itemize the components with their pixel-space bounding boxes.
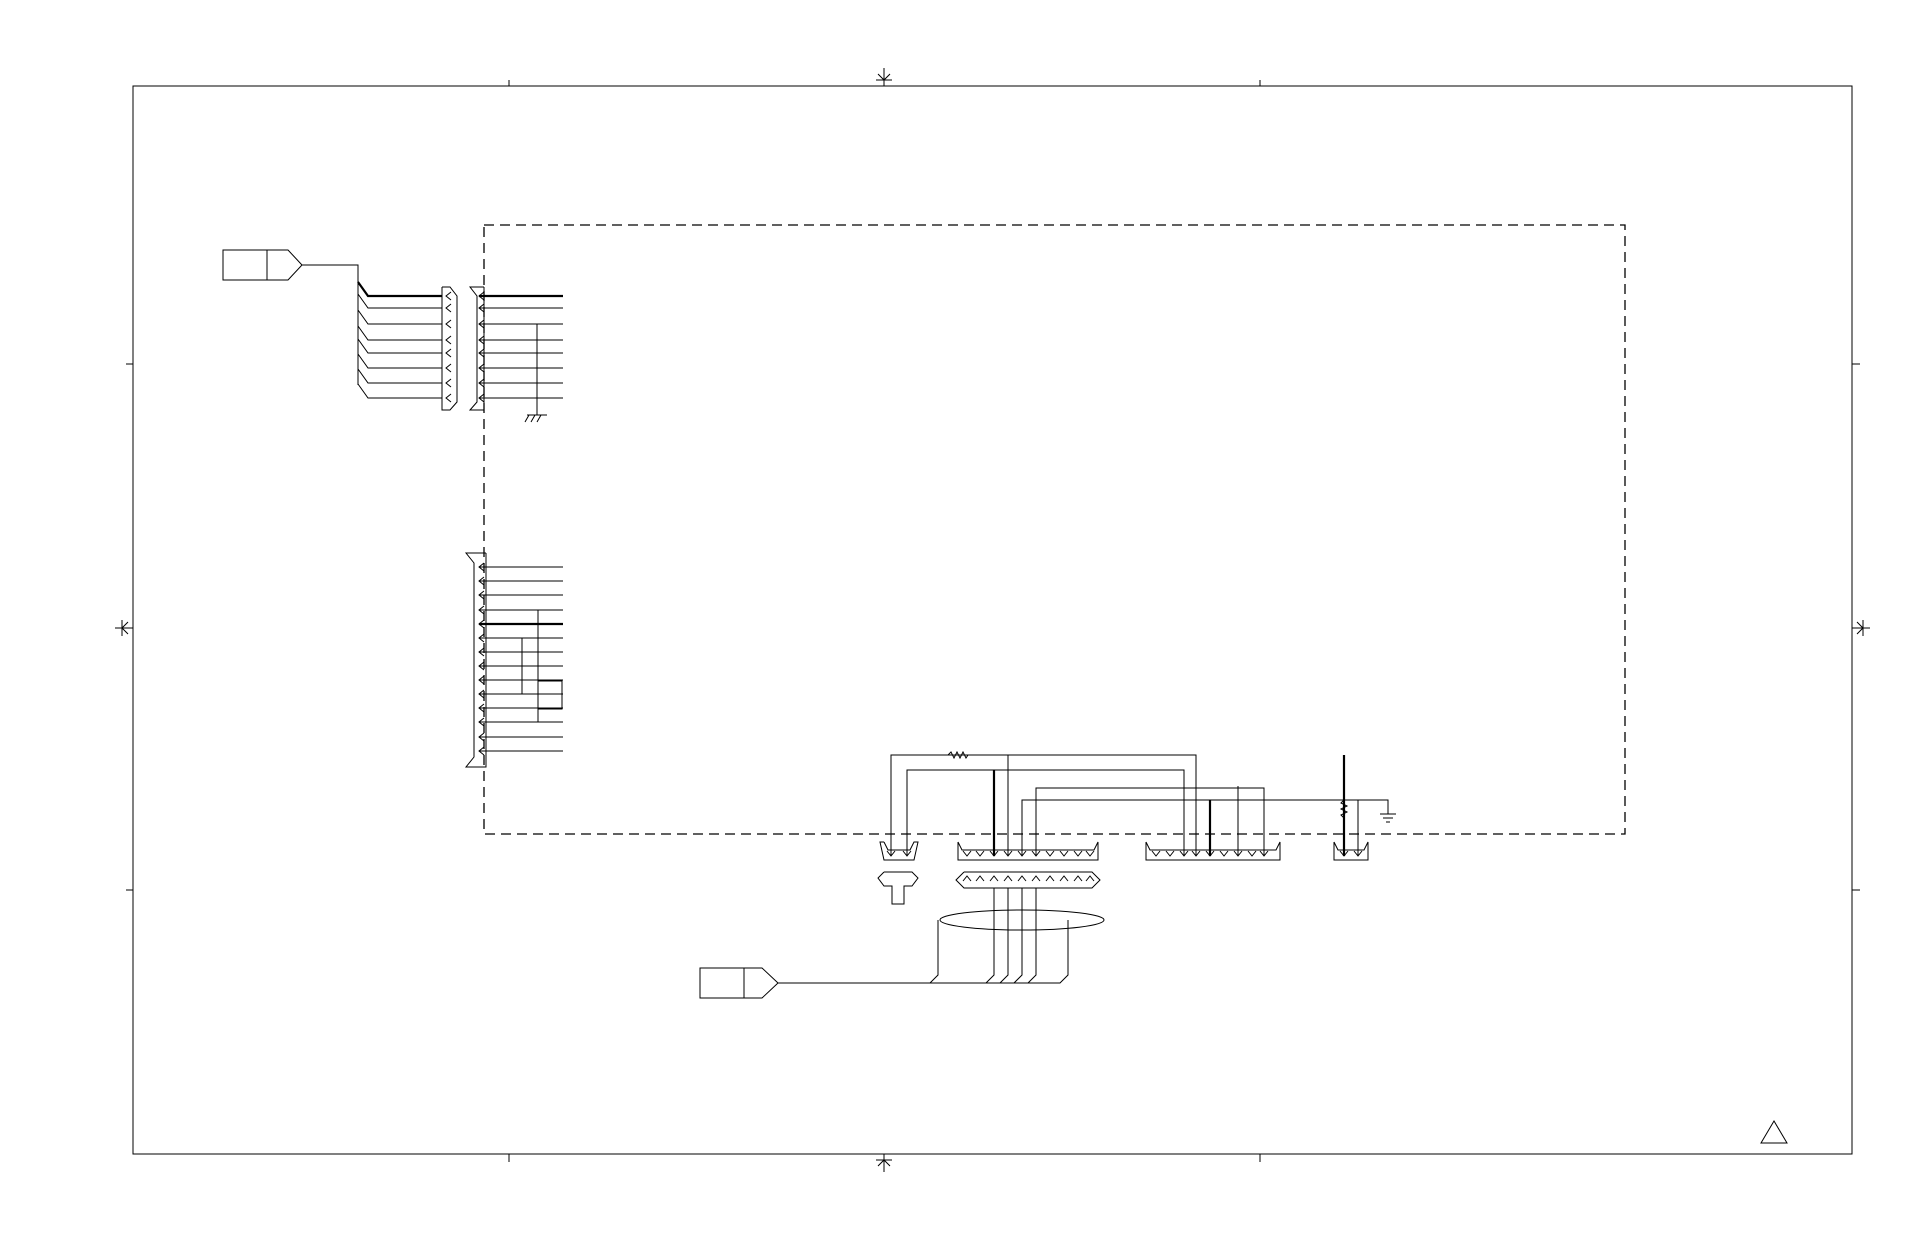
upper-left-male-pin-6	[445, 363, 452, 373]
bottom-right-pin-8	[1247, 850, 1257, 857]
upper-left-male-pin-8	[445, 393, 452, 403]
internal-wire-a	[890, 754, 1197, 856]
revision-triangle	[1760, 1120, 1788, 1144]
bottom-10pin-male-pin-3	[989, 875, 999, 882]
bottom-10pin-connector-female	[957, 841, 1099, 861]
off-page-connector-upper-left	[222, 249, 303, 281]
upper-left-wire-2	[357, 293, 442, 309]
upper-left-wire-7	[357, 368, 442, 384]
bottom-right-pin-6	[1219, 850, 1229, 857]
bottom-far-right-connector	[1333, 841, 1369, 861]
bottom-2pin-connector-male	[877, 871, 919, 905]
bundle-wire-2	[930, 888, 995, 984]
upper-left-trunk-wire	[302, 264, 359, 385]
bottom-10pin-male-pin-2	[975, 875, 985, 882]
upper-left-wire-3	[357, 309, 442, 325]
bottom-right-pin-1	[1151, 850, 1161, 857]
bundle-wire-1	[778, 920, 939, 984]
internal-wire-f	[1021, 799, 1359, 856]
bottom-harness	[778, 750, 1396, 984]
bottom-10pin-male-pin-5	[1017, 875, 1027, 882]
bottom-2pin-connector-female	[879, 841, 919, 861]
bundle-wire-6	[986, 920, 1069, 984]
left-side-connector-body	[464, 552, 487, 768]
centering-arrow-top	[876, 68, 892, 86]
bottom-10pin-male-pin-4	[1003, 875, 1013, 882]
bottom-10pin-female-pin-10	[1085, 850, 1095, 857]
chassis-ground-symbol-tick-3	[536, 414, 542, 423]
upper-left-wire-4	[357, 325, 442, 341]
frame-zone-ticks	[126, 80, 1860, 1162]
bottom-10pin-male-pin-9	[1073, 875, 1083, 882]
upper-left-male-pin-1	[445, 291, 452, 301]
bottom-10pin-female-pin-1	[962, 850, 972, 857]
resistor-symbol	[947, 750, 969, 760]
chassis-ground-symbol-tick-2	[530, 414, 536, 423]
bottom-10pin-male-pin-10	[1085, 875, 1095, 882]
bottom-right-pin-2	[1165, 850, 1175, 857]
internal-wire-e	[1035, 787, 1265, 856]
upper-left-wire-8	[357, 383, 442, 399]
resistor-symbol-vertical	[1339, 799, 1349, 819]
bottom-10pin-connector-male	[955, 871, 1101, 889]
left-side-harness	[464, 552, 563, 768]
bottom-10pin-male-pin-6	[1031, 875, 1041, 882]
bundle-wire-3	[999, 888, 1009, 984]
left-side-jumper-3	[538, 680, 563, 710]
drawing-frame	[132, 85, 1853, 1155]
upper-left-male-pin-7	[445, 378, 452, 388]
upper-left-wire-6	[357, 353, 442, 369]
upper-left-male-pin-5	[445, 348, 452, 358]
bundle-wire-5	[1027, 888, 1037, 984]
left-side-jumper-2	[486, 637, 523, 695]
upper-left-connector-female	[468, 286, 484, 411]
upper-left-harness	[357, 281, 563, 423]
upper-left-ground-drop	[484, 323, 538, 415]
centering-arrow-bottom	[876, 1154, 892, 1172]
ground-wire	[1358, 799, 1389, 814]
centering-arrow-right	[1852, 620, 1870, 636]
bottom-10pin-female-pin-8	[1059, 850, 1069, 857]
bottom-10pin-female-pin-9	[1073, 850, 1083, 857]
bottom-10pin-male-pin-1	[962, 875, 972, 882]
bundle-wire-4	[1013, 888, 1023, 984]
bottom-10pin-male-pin-8	[1059, 875, 1069, 882]
bottom-10pin-male-pin-7	[1045, 875, 1055, 882]
upper-left-connector-male	[441, 286, 458, 411]
internal-wire-b	[906, 769, 1185, 856]
upper-left-wire-1	[357, 281, 442, 298]
centering-arrow-left	[115, 620, 133, 636]
bottom-10pin-female-pin-7	[1045, 850, 1055, 857]
upper-left-male-pin-4	[445, 335, 452, 345]
bottom-right-10pin-connector	[1145, 841, 1281, 861]
bottom-10pin-female-pin-2	[975, 850, 985, 857]
upper-left-male-pin-2	[445, 303, 452, 313]
off-page-connector-bottom	[699, 967, 779, 999]
upper-left-male-pin-3	[445, 319, 452, 329]
chassis-ground-symbol-tick-1	[524, 414, 530, 423]
left-side-jumper-1	[486, 609, 539, 723]
module-boundary	[483, 224, 1626, 835]
upper-left-wire-5	[357, 338, 442, 354]
